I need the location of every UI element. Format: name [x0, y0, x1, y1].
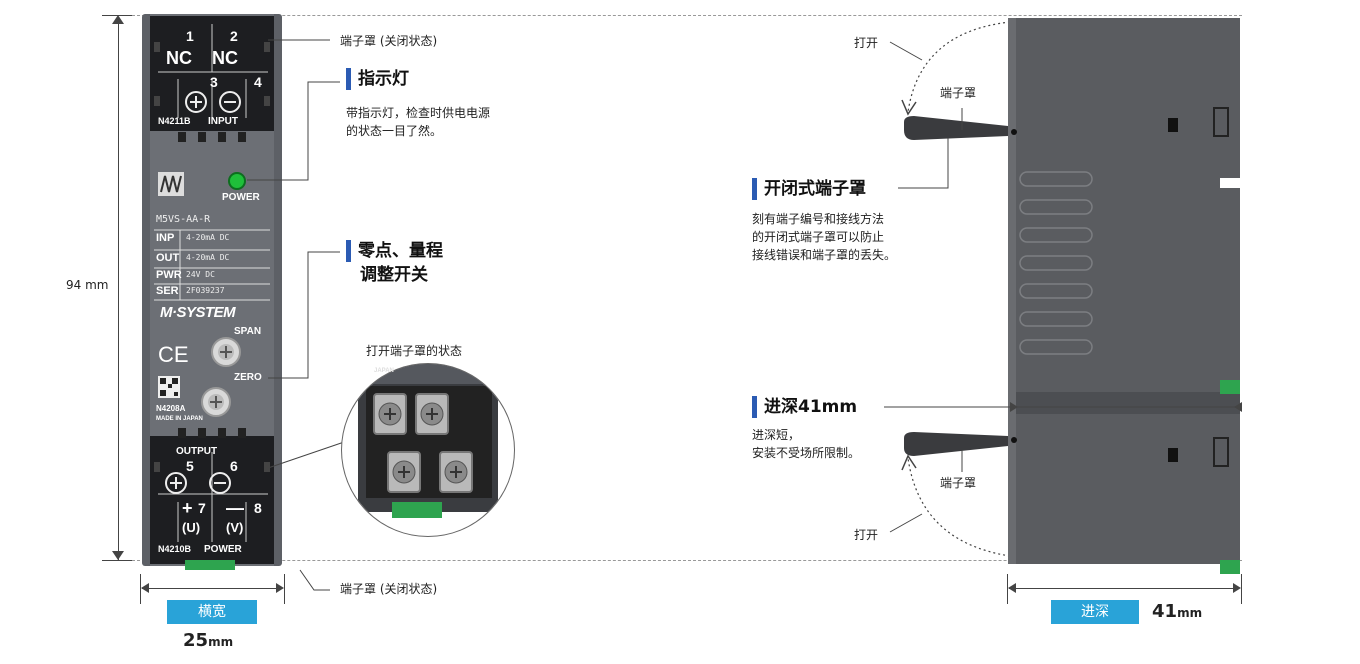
- terminal-8-minus: —: [226, 498, 244, 518]
- terminal-3-number: 3: [210, 74, 218, 90]
- front-device-labels: 1 2 NC NC 3 4 N4211B INPUT POWER M5VS-AA…: [156, 28, 262, 555]
- power-terminal-label: POWER: [204, 544, 242, 555]
- terminal-4-number: 4: [254, 74, 262, 90]
- side-callout-lines: [884, 41, 1242, 533]
- front-callout-lines: [247, 39, 351, 591]
- open-cover-title: 开闭式端子罩: [764, 179, 866, 199]
- made-in-label: MADE IN JAPAN: [156, 416, 203, 422]
- indicator-desc-1: 带指示灯，检查时供电电源: [346, 106, 491, 120]
- zero-span-title-bar: [346, 240, 351, 262]
- indicator-title-bar: [346, 68, 351, 90]
- power-led-label: POWER: [222, 192, 260, 203]
- zero-span-title-1: 零点、量程: [358, 241, 443, 261]
- depth-desc-1: 进深短，: [752, 428, 801, 442]
- top-reference-line: [132, 15, 1242, 16]
- terminal-8-number: 8: [254, 500, 262, 516]
- indicator-title: 指示灯: [358, 69, 409, 89]
- cover-top-label: 端子罩: [940, 86, 977, 100]
- terminal-1-label: NC: [166, 48, 192, 68]
- open-state-label: 打开端子罩的状态: [366, 344, 463, 358]
- open-cover-desc-2: 的开闭式端子罩可以防止: [752, 230, 885, 244]
- terminal-u-label: (U): [182, 520, 201, 535]
- cover-closed-top-label: 端子罩 (关闭状态): [340, 34, 438, 48]
- front-device-illustration: [142, 14, 282, 570]
- terminal-2-number: 2: [230, 28, 238, 44]
- input-label: INPUT: [208, 116, 238, 127]
- zero-label: ZERO: [234, 372, 262, 383]
- model-number: M5VS-AA-R: [156, 214, 211, 225]
- terminal-7-plus: +: [182, 498, 193, 518]
- ce-mark: CE: [158, 342, 189, 367]
- terminal-6-number: 6: [230, 458, 238, 474]
- cover-bottom-label: 端子罩: [940, 476, 977, 490]
- open-cover-title-bar: [752, 178, 757, 200]
- brand-logo: M·SYSTEM: [160, 304, 236, 321]
- depth-title: 进深41mm: [764, 397, 858, 417]
- depth-value: 41mm: [1152, 601, 1203, 622]
- terminal-1-number: 1: [186, 28, 194, 44]
- output-label: OUTPUT: [176, 446, 218, 457]
- open-bottom-label: 打开: [854, 528, 879, 542]
- zoom-japan-text: JAPAN: [374, 368, 394, 374]
- bottom-terminal-code: N4210B: [158, 544, 192, 554]
- terminal-2-label: NC: [212, 48, 238, 68]
- top-terminal-code: N4211B: [158, 116, 191, 126]
- terminal-v-label: (V): [226, 520, 244, 535]
- zero-span-title-2: 调整开关: [360, 265, 428, 285]
- depth-desc-2: 安装不受场所限制。: [752, 446, 861, 460]
- width-value: 25mm: [183, 630, 234, 651]
- side-device-illustration: [901, 18, 1240, 574]
- width-label: 横宽: [167, 600, 257, 624]
- terminal-7-number: 7: [198, 500, 206, 516]
- cover-closed-bottom-label: 端子罩 (关闭状态): [340, 582, 438, 596]
- bottom-reference-line: [132, 560, 1242, 561]
- indicator-desc-2: 的状态一目了然。: [346, 124, 443, 138]
- depth-label: 进深: [1051, 600, 1139, 624]
- open-top-label: 打开: [854, 36, 879, 50]
- terminal-5-number: 5: [186, 458, 194, 474]
- height-value: 94 mm: [62, 276, 113, 294]
- open-cover-desc-1: 刻有端子编号和接线方法: [752, 212, 885, 226]
- open-terminal-zoom: [341, 363, 515, 537]
- open-cover-desc-3: 接线错误和端子罩的丢失。: [752, 248, 897, 262]
- span-label: SPAN: [234, 326, 262, 337]
- depth-title-bar: [752, 396, 757, 418]
- mid-code: N4208A: [156, 404, 186, 413]
